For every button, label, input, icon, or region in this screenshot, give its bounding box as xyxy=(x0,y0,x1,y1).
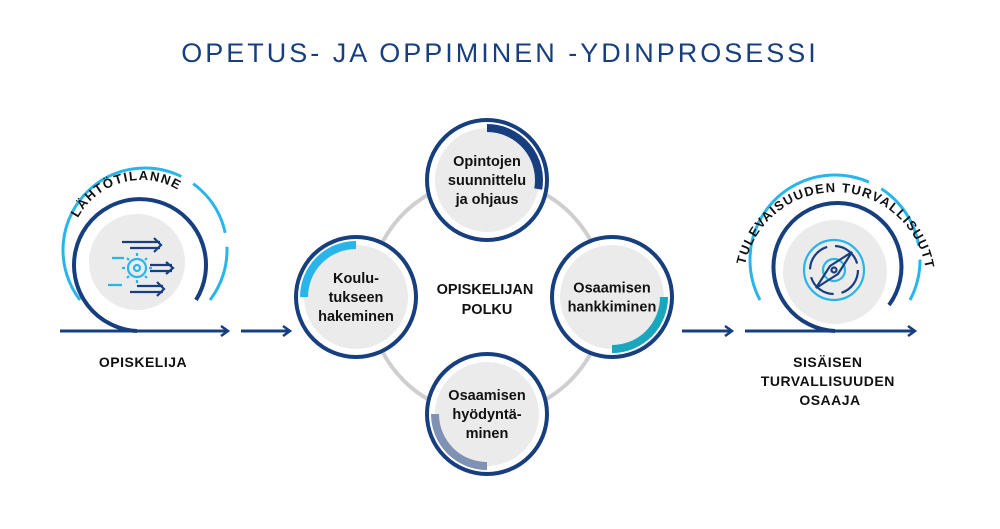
step-progress-arc xyxy=(486,124,543,190)
start-node: LÄHTÖTILANNE OPISKELIJA xyxy=(60,166,229,370)
icon-disc xyxy=(89,214,185,310)
page-title: OPETUS- JA OPPIMINEN -YDINPROSESSI xyxy=(181,38,819,68)
loop-ring xyxy=(72,197,208,333)
center-label: OPISKELIJAN POLKU xyxy=(437,282,538,318)
step-progress-arc xyxy=(431,413,488,470)
start-label: OPISKELIJA xyxy=(99,354,187,370)
loop-ring xyxy=(771,201,904,333)
end-label: SISÄISEN TURVALLISUUDEN OSAAJA xyxy=(761,354,899,408)
step-disc xyxy=(560,245,664,349)
step-disc xyxy=(435,362,539,466)
gear-arrows-icon xyxy=(108,237,175,297)
step-disc xyxy=(435,128,539,232)
step-progress-arc xyxy=(611,296,668,353)
compass-icon xyxy=(802,238,866,302)
step-progress-arc xyxy=(300,241,357,298)
outer-arc xyxy=(748,173,922,301)
step-disc xyxy=(304,245,408,349)
outer-arc xyxy=(61,166,229,301)
start-arc-label: LÄHTÖTILANNE xyxy=(68,168,185,220)
